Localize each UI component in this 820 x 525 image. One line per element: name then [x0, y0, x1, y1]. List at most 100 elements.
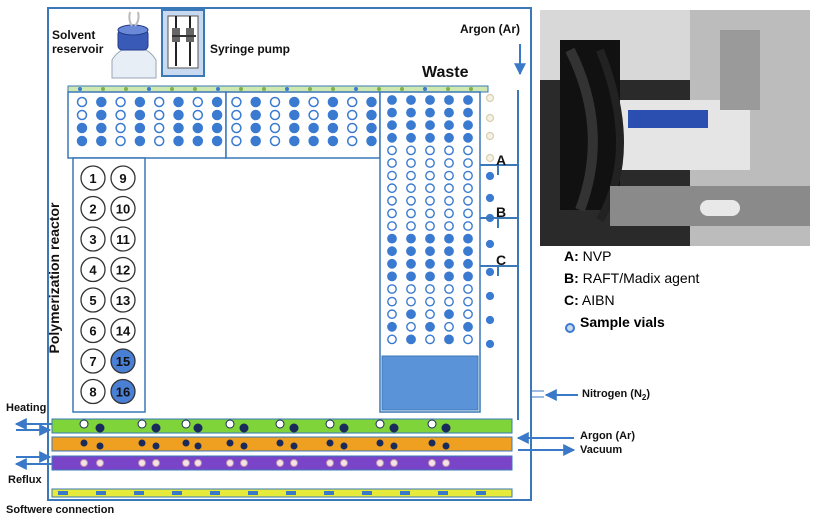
argon-dot — [340, 442, 348, 450]
vial — [366, 122, 377, 134]
heating-arrows — [14, 418, 52, 436]
argon-dot — [240, 442, 248, 450]
waste-vial — [406, 95, 416, 105]
vial — [308, 122, 319, 134]
sample-vial — [485, 315, 495, 325]
waste-vial — [444, 221, 454, 231]
waste-vial — [406, 170, 416, 181]
legend-item-sample-vials: Sample vials — [580, 314, 665, 330]
waste-vial — [444, 145, 454, 156]
reactor-label: 12 — [116, 263, 130, 278]
sample-vial — [485, 93, 495, 103]
reactor-block — [72, 157, 146, 413]
waste-vial — [463, 183, 473, 194]
vial — [269, 96, 281, 108]
waste-vial — [425, 158, 435, 168]
connector — [400, 491, 410, 495]
argon-dot — [390, 442, 398, 450]
waste-vial — [406, 284, 416, 294]
sample-vial — [485, 291, 495, 301]
waste-vial — [463, 170, 473, 181]
reactor-3 — [80, 226, 106, 252]
waste-vial — [406, 145, 416, 156]
reactor-2 — [80, 195, 106, 222]
reflux-dot — [80, 459, 88, 467]
waste-vial — [406, 334, 416, 345]
waste-vial — [463, 246, 473, 257]
argon-dot — [326, 439, 334, 447]
vial — [76, 135, 88, 147]
reflux-dot — [390, 459, 398, 467]
reflux-dot — [442, 459, 450, 467]
vial — [366, 135, 377, 147]
reflux-dot — [138, 459, 146, 467]
reactor-label: 9 — [119, 171, 126, 186]
strip-marker — [78, 87, 82, 91]
heating-dot — [289, 423, 299, 433]
strip-marker — [170, 87, 174, 91]
vial — [231, 109, 242, 121]
connector — [286, 491, 296, 495]
reactor-14 — [110, 317, 136, 344]
vial — [308, 135, 319, 147]
reactor-label: 8 — [89, 385, 96, 400]
heating-dot — [325, 419, 335, 429]
argon-dot — [80, 439, 88, 447]
connector — [248, 491, 258, 495]
waste-vial — [463, 321, 473, 332]
waste-vial — [425, 296, 435, 307]
syringe-pump-label: Syringe pump — [210, 42, 291, 56]
waste-vial — [406, 233, 416, 244]
vial — [211, 96, 223, 108]
sample-vial — [485, 239, 495, 249]
vial — [231, 96, 242, 108]
line-c-label: C — [496, 252, 507, 268]
vial — [76, 96, 88, 108]
waste-vial — [406, 309, 416, 320]
vial — [250, 122, 261, 134]
waste-vial — [425, 170, 435, 181]
waste-vial — [406, 246, 416, 257]
waste-vial — [444, 233, 454, 244]
reactor-label: 1 — [89, 171, 96, 186]
strip-marker — [400, 87, 404, 91]
vial — [269, 135, 281, 147]
sample-vial — [485, 171, 495, 181]
vial — [115, 109, 126, 121]
waste-vial — [463, 208, 473, 219]
syringe-pump-icon — [161, 9, 205, 77]
legend-item-a: A: NVP — [564, 248, 612, 264]
vial — [96, 109, 107, 121]
waste-vial — [387, 321, 397, 332]
waste-vial — [406, 258, 416, 269]
vial — [134, 109, 146, 121]
strip-marker — [239, 87, 243, 91]
waste-vial — [444, 183, 454, 194]
vial — [269, 109, 281, 121]
waste-vial — [406, 221, 416, 231]
vial — [192, 96, 204, 108]
argon-top-label: Argon (Ar) — [460, 22, 520, 36]
waste-vial — [444, 309, 454, 320]
waste-vial — [463, 271, 473, 282]
connector — [172, 491, 182, 495]
waste-vial — [406, 158, 416, 168]
heating-dot — [79, 419, 89, 429]
heating-dot — [137, 419, 147, 429]
vial — [250, 109, 261, 121]
reactor-label: 3 — [89, 232, 96, 247]
vial — [346, 96, 358, 108]
vial — [76, 122, 88, 134]
heating-dot — [389, 423, 399, 433]
connector — [362, 491, 372, 495]
connector — [324, 491, 334, 495]
waste-vial — [425, 233, 435, 244]
reactor-15 — [110, 348, 136, 374]
reactor-7 — [80, 348, 106, 374]
waste-vial — [406, 195, 416, 206]
reactor-label: 14 — [116, 324, 131, 339]
vial — [153, 109, 165, 121]
waste-vial — [387, 195, 397, 206]
argon-dot — [376, 439, 384, 447]
instrument-photo — [540, 10, 810, 246]
